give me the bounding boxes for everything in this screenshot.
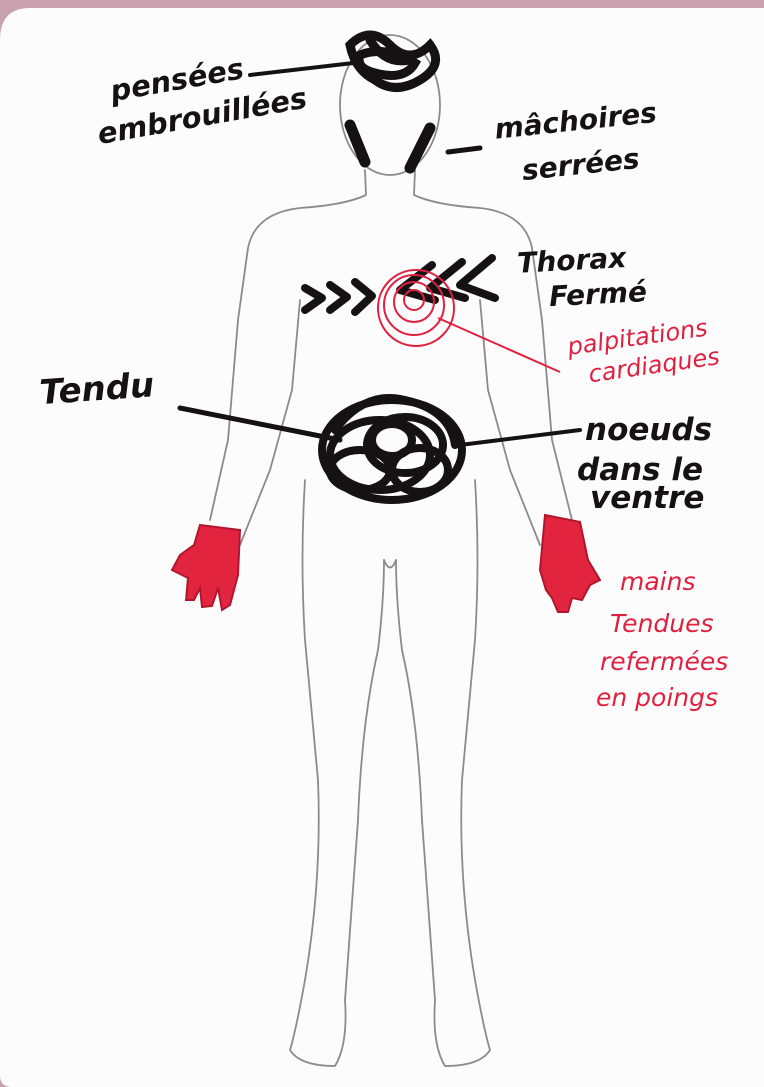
tendu-label: Tendu [38, 365, 155, 413]
card [0, 8, 764, 1087]
noeuds-label: noeuds dans le ventre [577, 412, 723, 516]
